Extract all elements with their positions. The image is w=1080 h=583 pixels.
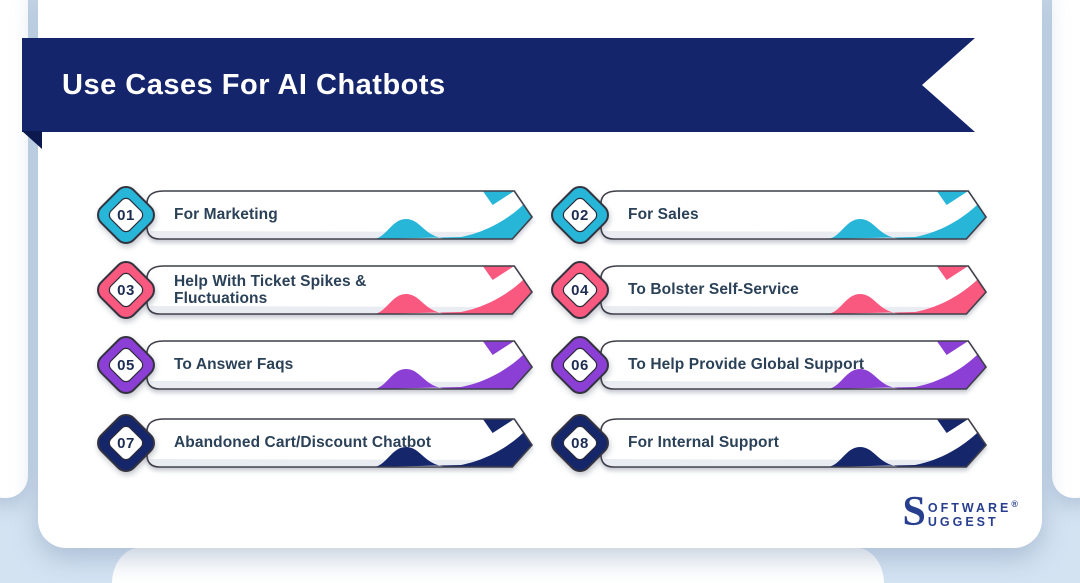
item-number: 08 (571, 434, 589, 452)
item-number: 07 (117, 434, 135, 452)
item-number: 06 (571, 356, 589, 374)
registered-mark: ® (1011, 499, 1018, 509)
corner-accent-icon (482, 266, 515, 280)
wave-accent-icon (826, 279, 987, 314)
use-case-item-04: 04 To Bolster Self-Service (546, 256, 988, 324)
number-badge-icon (551, 336, 609, 394)
wave-accent-icon (372, 432, 533, 467)
label-ribbon (600, 190, 988, 240)
item-number: 05 (117, 356, 135, 374)
item-number: 03 (117, 281, 135, 299)
corner-accent-icon (936, 266, 969, 280)
wave-accent-icon (826, 204, 987, 239)
wave-accent-icon (372, 204, 533, 239)
number-badge-icon (97, 414, 155, 472)
number-badge-icon (97, 261, 155, 319)
use-case-item-07: 07 Abandoned Cart/Discount Chatbot (92, 409, 534, 477)
use-case-item-05: 05 To Answer Faqs (92, 331, 534, 399)
wave-accent-icon (372, 279, 533, 314)
header-banner: Use Cases For AI Chatbots (22, 38, 975, 132)
wave-accent-icon (826, 354, 987, 389)
softwaresuggest-logo: S OFTWARE® UGGEST (902, 489, 1019, 535)
use-case-grid: 01 For Marketing 02 For Sales (92, 181, 990, 477)
item-label: For Sales (628, 206, 699, 224)
item-label: To Bolster Self-Service (628, 281, 799, 299)
label-ribbon (600, 418, 988, 468)
logo-line2: UGGEST (927, 515, 999, 530)
label-ribbon (600, 340, 988, 390)
right-edge-panel (1052, 0, 1080, 498)
item-label: Help With Ticket Spikes & Fluctuations (174, 272, 367, 307)
corner-accent-icon (482, 341, 515, 355)
use-case-item-08: 08 For Internal Support (546, 409, 988, 477)
corner-accent-icon (482, 191, 515, 205)
item-label: Abandoned Cart/Discount Chatbot (174, 434, 432, 452)
item-label: To Help Provide Global Support (628, 356, 865, 374)
use-case-item-01: 01 For Marketing (92, 181, 534, 249)
number-badge-icon (97, 186, 155, 244)
corner-accent-icon (936, 341, 969, 355)
use-case-item-03: 03 Help With Ticket Spikes & Fluctuation… (92, 256, 534, 324)
corner-accent-icon (482, 419, 515, 433)
use-case-item-02: 02 For Sales (546, 181, 988, 249)
item-label: For Marketing (174, 206, 278, 224)
number-badge-icon (97, 336, 155, 394)
bottom-decorative-shape (112, 547, 884, 583)
page-title: Use Cases For AI Chatbots (62, 68, 446, 101)
wave-accent-icon (826, 432, 987, 467)
corner-accent-icon (936, 419, 969, 433)
item-number: 01 (117, 206, 135, 224)
logo-initial: S (902, 489, 926, 535)
wave-accent-icon (372, 354, 533, 389)
number-badge-icon (551, 261, 609, 319)
logo-line1: OFTWARE® (927, 499, 1018, 516)
item-label: For Internal Support (628, 434, 779, 452)
label-ribbon (146, 265, 534, 315)
corner-accent-icon (936, 191, 969, 205)
item-number: 02 (571, 206, 589, 224)
use-case-item-06: 06 To Help Provide Global Support (546, 331, 988, 399)
number-badge-icon (551, 414, 609, 472)
item-label: To Answer Faqs (174, 356, 294, 374)
number-badge-icon (551, 186, 609, 244)
label-ribbon (146, 340, 534, 390)
item-number: 04 (571, 281, 589, 299)
